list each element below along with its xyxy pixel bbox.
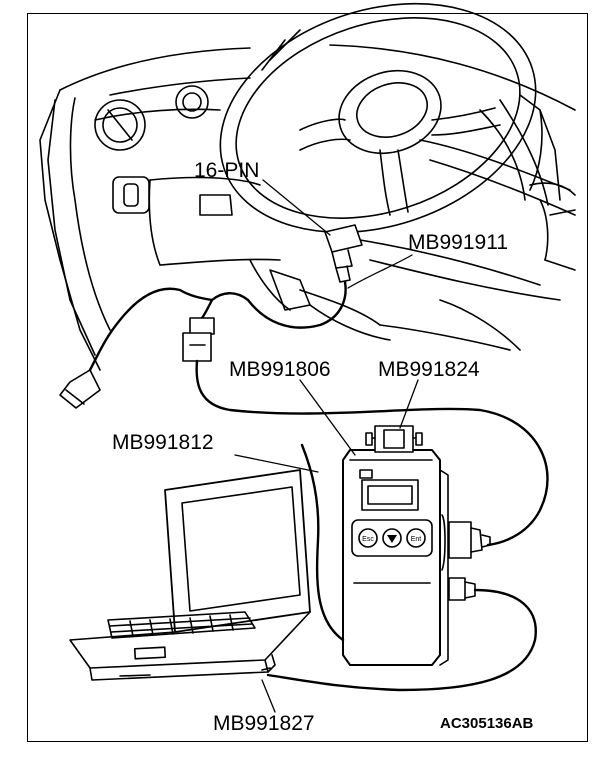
steering-wheel	[219, 2, 543, 234]
cable-mb991827	[266, 588, 537, 692]
button-enter	[406, 528, 426, 548]
y-splitter	[88, 287, 215, 372]
label-mb991806: MB991806	[229, 358, 331, 381]
label-mb991827: MB991827	[213, 712, 315, 735]
dashboard-outline	[39, 44, 576, 371]
button-esc	[358, 528, 378, 548]
button-down	[382, 528, 402, 548]
figure-code: AC305136AB	[440, 715, 534, 732]
laptop	[69, 469, 311, 681]
label-16-pin: 16-PIN	[194, 159, 260, 182]
obd-connector	[324, 224, 363, 283]
left-vent	[94, 99, 146, 151]
hazard-switch	[112, 176, 150, 214]
diagram-frame	[27, 13, 588, 742]
leader-lines	[234, 179, 419, 713]
data-link-connector	[59, 369, 101, 409]
label-mb991812: MB991812	[112, 431, 214, 454]
vci-unit	[342, 425, 491, 666]
label-mb991824: MB991824	[378, 358, 480, 381]
cable-mb991824	[195, 359, 549, 547]
enter-button-label: Ent	[411, 536, 422, 543]
center-vent	[175, 85, 209, 119]
label-mb991911: MB991911	[408, 231, 509, 254]
cable-mb991911	[210, 280, 347, 329]
esc-button-label: Esc	[362, 536, 374, 543]
